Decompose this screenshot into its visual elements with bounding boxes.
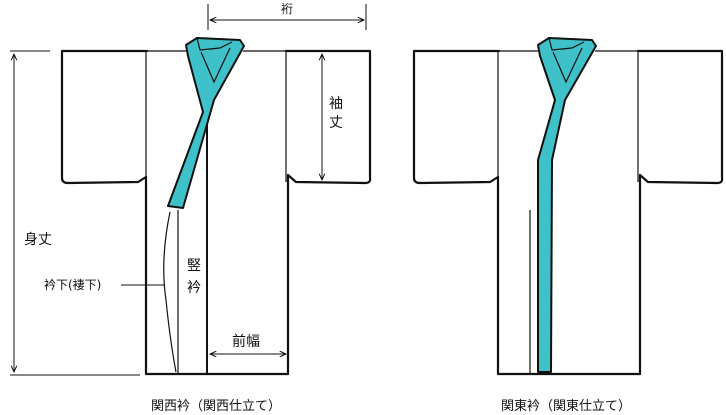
left-kimono [60, 37, 372, 376]
left-collar [167, 37, 245, 209]
yuki-label: 裄 [281, 2, 293, 16]
tate-eri-label-1: 竪 [187, 258, 201, 274]
sode-label-bg [326, 95, 346, 133]
right-kimono-body-outline [412, 49, 724, 376]
left-eri-shita-curve [163, 211, 177, 373]
tate-eri-label-group: 竪 衿 [187, 258, 201, 296]
right-collar-inner [548, 37, 585, 84]
right-kimono [412, 37, 724, 376]
mitake-label: 身丈 [24, 232, 52, 248]
eri-shita-label: 衿下(褄下) [44, 277, 101, 292]
yuki-dimension: 裄 [207, 2, 367, 30]
sode-label-2: 丈 [329, 115, 343, 131]
right-collar [537, 37, 597, 373]
sode-label-1: 袖 [329, 96, 343, 112]
maehaba-label: 前幅 [232, 333, 260, 350]
left-kimono-body-outline [60, 49, 372, 376]
mitake-dimension: 身丈 [10, 50, 140, 376]
sode-dimension: 袖 丈 [322, 54, 346, 180]
left-collar-inner [196, 37, 233, 84]
maehaba-dimension: 前幅 [210, 333, 286, 354]
left-caption: 関西衿（関西仕立て） [151, 399, 281, 414]
eri-shita-callout: 衿下(褄下) [44, 277, 164, 292]
tate-eri-label-2: 衿 [187, 280, 201, 296]
right-caption: 関東衿（関東仕立て） [501, 398, 631, 414]
